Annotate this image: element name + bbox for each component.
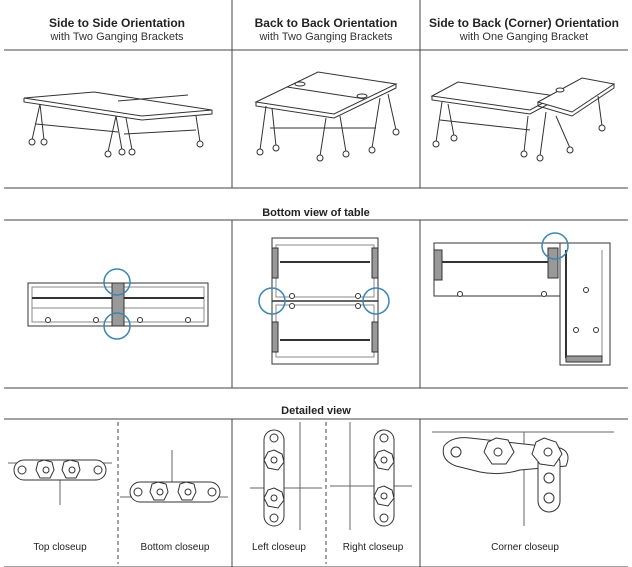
section-title-bottom-view: Bottom view of table	[262, 207, 370, 219]
corner-bottom-view	[433, 242, 611, 366]
top-closeup-drawing	[8, 459, 112, 505]
back-to-back-tables	[254, 71, 400, 162]
back-to-back-bottom-view	[271, 237, 379, 365]
caption-right-closeup: Right closeup	[342, 542, 404, 553]
header-corner: Side to Back (Corner) Orientation with O…	[420, 0, 628, 50]
highlight-circle-corner	[541, 232, 569, 260]
header-title: Side to Side Orientation	[48, 16, 185, 30]
side-to-side-bottom-view	[27, 282, 209, 327]
header-subtitle: with Two Ganging Brackets	[50, 31, 184, 43]
corner-tables	[430, 77, 616, 162]
caption-left-closeup: Left closeup	[252, 542, 306, 553]
header-side-to-side: Side to Side Orientation with Two Gangin…	[4, 0, 230, 50]
highlight-circles-back-to-back	[258, 287, 390, 315]
caption-bottom-closeup: Bottom closeup	[140, 542, 210, 553]
bottom-closeup-drawing	[120, 450, 228, 503]
header-title: Side to Back (Corner) Orientation	[428, 16, 620, 30]
side-to-side-tables	[23, 91, 213, 158]
caption-corner-closeup: Corner closeup	[491, 542, 559, 553]
highlight-circles-side-to-side	[103, 268, 131, 340]
header-subtitle: with Two Ganging Brackets	[259, 31, 393, 43]
corner-closeup-drawing	[432, 431, 614, 526]
caption-top-closeup: Top closeup	[33, 542, 87, 553]
header-subtitle: with One Ganging Bracket	[459, 31, 589, 43]
right-closeup-drawing	[330, 422, 412, 530]
header-title: Back to Back Orientation	[254, 16, 398, 30]
header-back-to-back: Back to Back Orientation with Two Gangin…	[232, 0, 420, 50]
section-title-detailed-view: Detailed view	[281, 405, 351, 417]
left-closeup-drawing	[250, 422, 322, 530]
